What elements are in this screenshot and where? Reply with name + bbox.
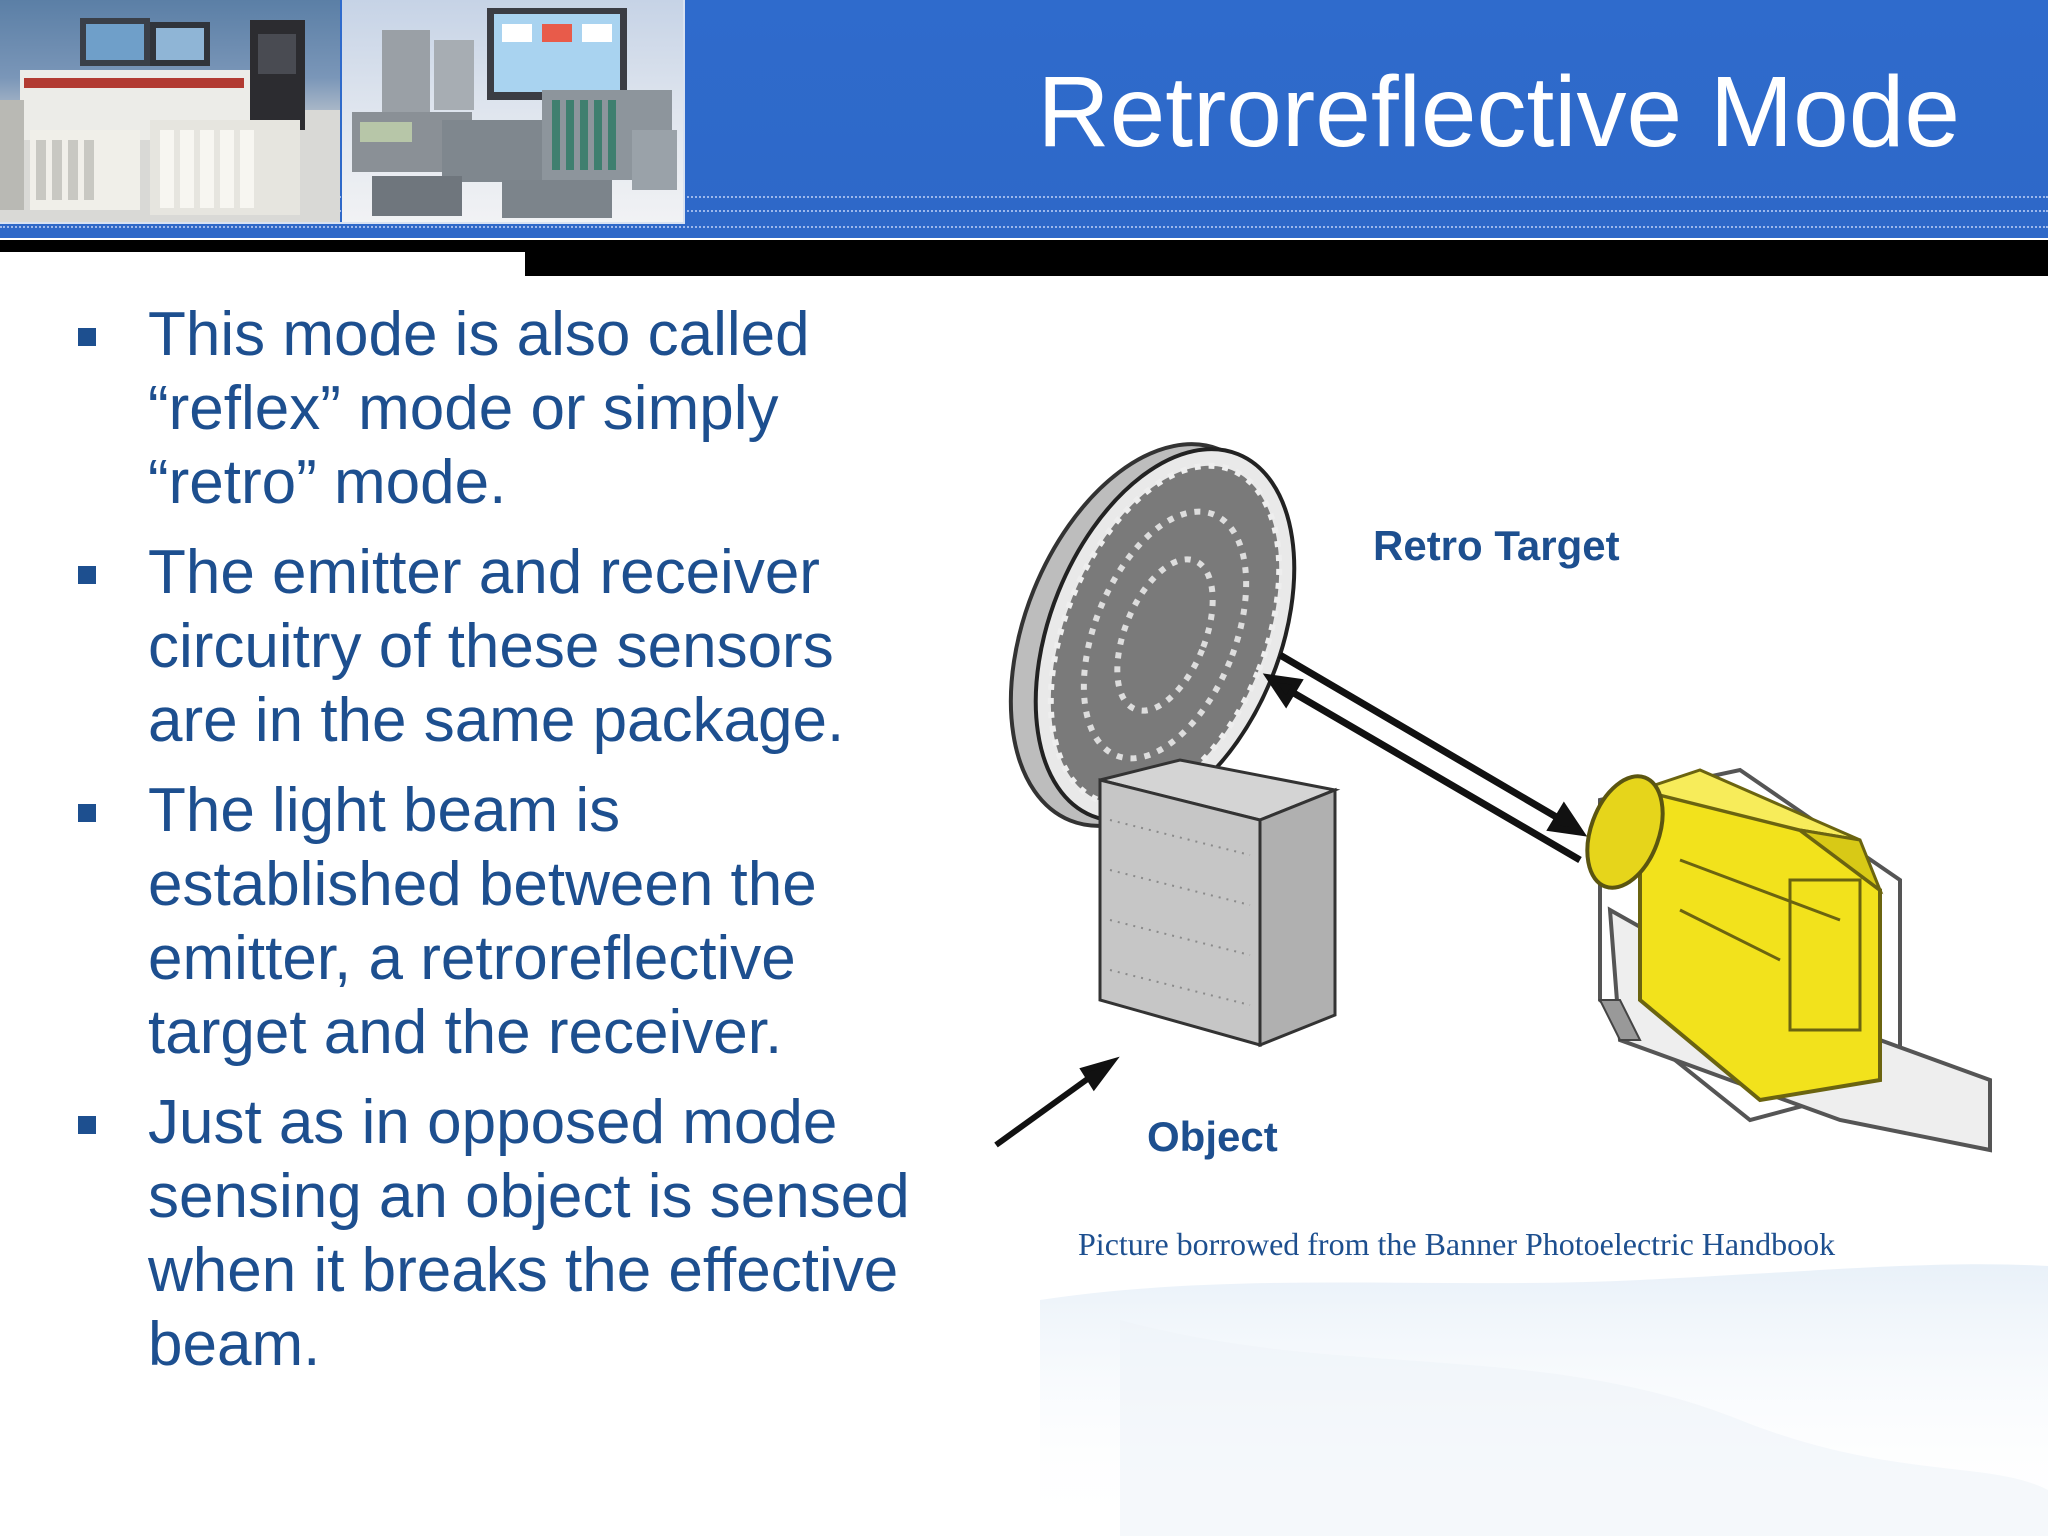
- plc-photo-right: [342, 0, 683, 222]
- object-label: Object: [1147, 1113, 1278, 1160]
- bullet-list: This mode is also called “reflex” mode o…: [72, 298, 932, 1398]
- header-divider-band: [525, 240, 2048, 276]
- square-bullet-icon: [78, 1116, 96, 1134]
- bullet-item: This mode is also called “reflex” mode o…: [72, 298, 932, 520]
- square-bullet-icon: [78, 566, 96, 584]
- figure-caption: Picture borrowed from the Banner Photoel…: [1078, 1226, 1836, 1262]
- bullet-text: The light beam is established between th…: [148, 776, 817, 1067]
- bullet-text: This mode is also called “reflex” mode o…: [148, 300, 810, 517]
- plc-photo-left: [0, 0, 340, 222]
- slide-title: Retroreflective Mode: [1037, 56, 1960, 168]
- background-wave-decoration: [1040, 1264, 2048, 1536]
- object-box: [1098, 758, 1341, 1048]
- header-dotted-rule: [0, 210, 2048, 212]
- object-pointer-arrow: [994, 1056, 1120, 1148]
- light-beam-arrows: [1262, 651, 1588, 864]
- retroreflective-sensor: [1585, 767, 1992, 1153]
- retro-target-label: Retro Target: [1373, 522, 1620, 569]
- bullet-item: The light beam is established between th…: [72, 774, 932, 1070]
- square-bullet-icon: [78, 328, 96, 346]
- slide-header: Retroreflective Mode: [0, 0, 2048, 240]
- square-bullet-icon: [78, 804, 96, 822]
- header-dotted-rule: [0, 196, 2048, 198]
- bullet-item: The emitter and receiver circuitry of th…: [72, 536, 932, 758]
- header-dotted-rule: [0, 226, 2048, 228]
- bullet-item: Just as in opposed mode sensing an objec…: [72, 1086, 932, 1382]
- bullet-text: The emitter and receiver circuitry of th…: [148, 538, 845, 755]
- retro-target-reflector: [1008, 442, 1297, 828]
- header-banner: [0, 0, 2048, 238]
- header-photo-strip: [0, 0, 685, 224]
- retroreflective-sensor-diagram: [994, 442, 1992, 1153]
- bullet-text: Just as in opposed mode sensing an objec…: [148, 1088, 910, 1379]
